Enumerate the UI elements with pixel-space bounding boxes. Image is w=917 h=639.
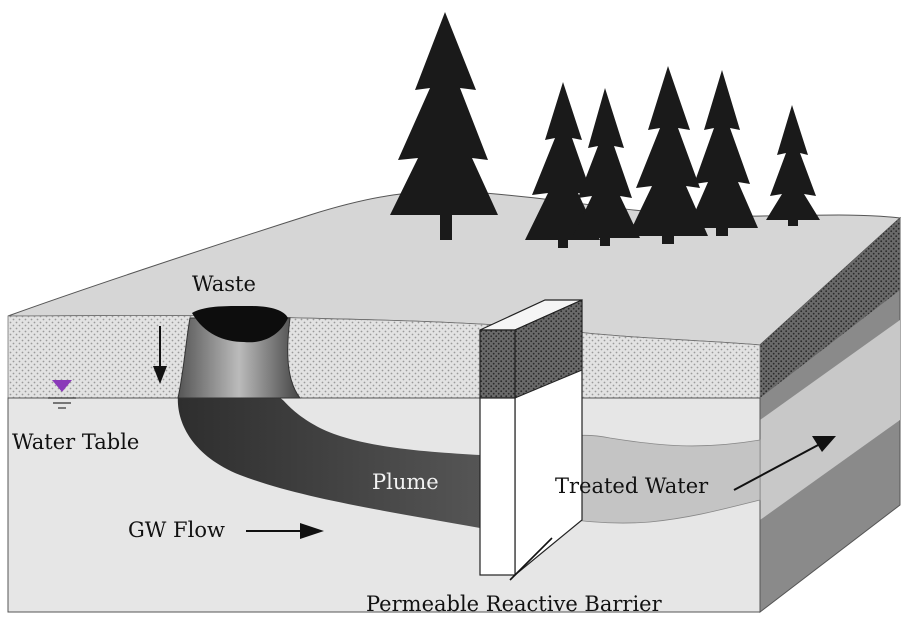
treated-water-arrow: [733, 436, 836, 491]
tree: [390, 12, 498, 240]
barrier-pointer: [509, 537, 553, 581]
tree: [766, 105, 820, 226]
barrier-front-unsat: [479, 329, 516, 399]
water-table-symbol: [48, 380, 76, 409]
side-layer-light: [760, 320, 900, 520]
treated-water-label: Treated Water: [555, 474, 709, 498]
tree: [525, 82, 600, 248]
infiltration-arrow: [153, 326, 167, 384]
side-layer-unsat: [760, 218, 900, 398]
water-table-label: Water Table: [12, 430, 140, 454]
tree: [628, 66, 708, 244]
trees: [390, 12, 820, 248]
barrier-label: Permeable Reactive Barrier: [366, 592, 662, 616]
plume: [177, 395, 480, 528]
waste-label: Waste: [192, 272, 256, 296]
gw-flow-arrow: [246, 523, 324, 539]
tree: [688, 70, 758, 236]
waste-blob: [192, 305, 288, 343]
barrier-front: [479, 397, 516, 576]
gw-flow-label: GW Flow: [128, 518, 225, 542]
plume-label: Plume: [372, 470, 439, 494]
tree: [572, 88, 640, 246]
waste-column: [177, 317, 302, 399]
